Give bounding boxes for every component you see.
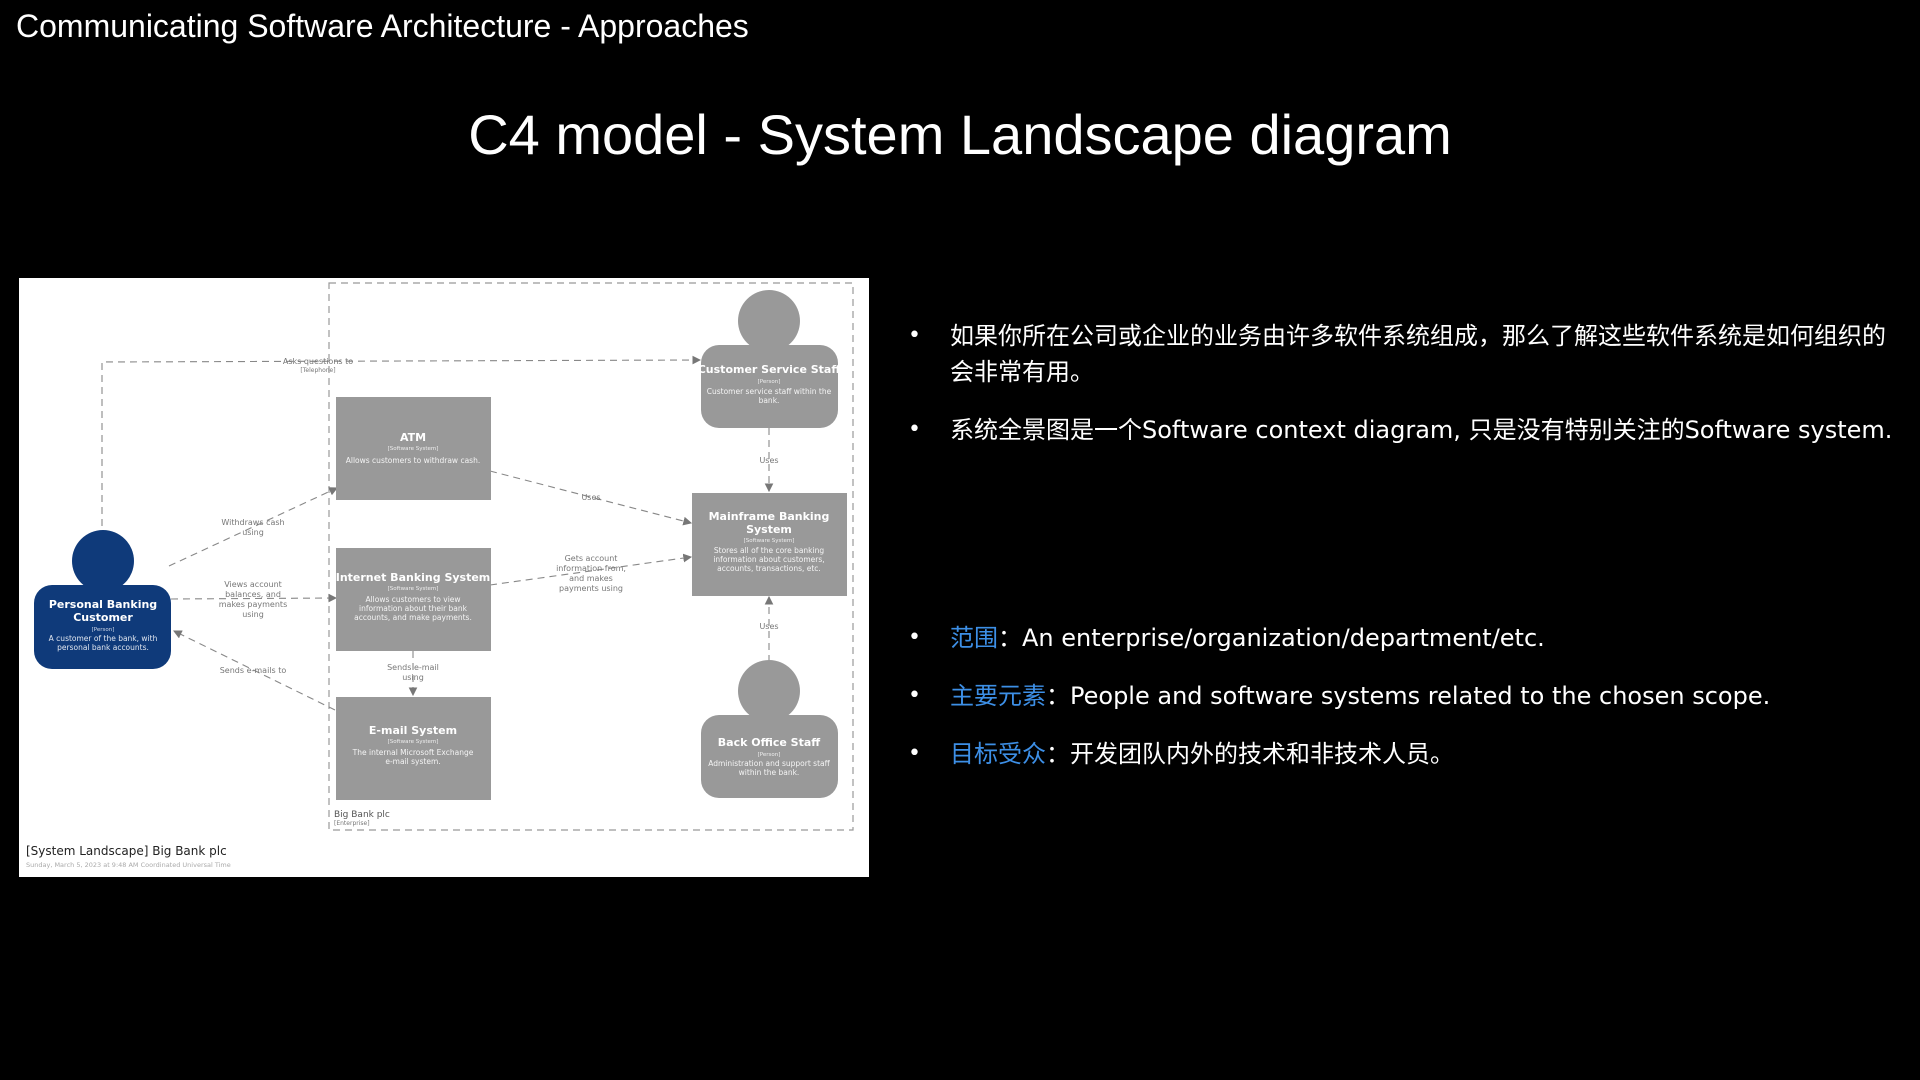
bullet-text: An enterprise/organization/department/et…: [1022, 624, 1545, 652]
bullet-text: 系统全景图是一个Software context diagram, 只是没有特别…: [950, 416, 1893, 444]
bullet-item: • 如果你所在公司或企业的业务由许多软件系统组成，那么了解这些软件系统是如何组织…: [900, 318, 1900, 390]
atm-type: [Software System]: [388, 446, 439, 452]
bullet-text: 开发团队内外的技术和非技术人员。: [1070, 740, 1454, 768]
bullet-dot: •: [908, 417, 921, 442]
rel-asks-label: Asks questions to: [283, 357, 353, 366]
rel-asks-tech: [Telephone]: [300, 367, 335, 374]
diagram-footer-date: Sunday, March 5, 2023 at 9:48 AM Coordin…: [26, 861, 231, 869]
customer-service-type: [Person]: [758, 379, 781, 385]
bullet-text: People and software systems related to t…: [1070, 682, 1771, 710]
internet-banking-name: Internet Banking System: [336, 571, 491, 584]
atm-desc: Allows customers to withdraw cash.: [346, 456, 480, 465]
back-office-type: [Person]: [758, 752, 781, 758]
internet-banking-node[interactable]: Internet Banking System [Software System…: [336, 548, 491, 651]
bullet-label: 范围: [950, 624, 998, 652]
bullet-separator: ：: [1046, 740, 1070, 768]
atm-name: ATM: [400, 431, 426, 444]
bullet-item: • 系统全景图是一个Software context diagram, 只是没有…: [900, 412, 1892, 448]
atm-node[interactable]: ATM [Software System] Allows customers t…: [336, 397, 491, 500]
bullet-dot: •: [908, 741, 921, 766]
email-type: [Software System]: [388, 739, 439, 745]
email-name: E-mail System: [369, 724, 457, 737]
personal-customer-type: [Person]: [92, 627, 115, 633]
bullet-dot: •: [908, 625, 921, 650]
back-office-staff-node[interactable]: Back Office Staff [Person] Administratio…: [701, 660, 838, 798]
mainframe-type: [Software System]: [744, 538, 795, 544]
bullet-separator: ：: [1046, 682, 1070, 710]
rel-uses-css-label: Uses: [759, 456, 778, 465]
internet-banking-type: [Software System]: [388, 586, 439, 592]
header-title: Communicating Software Architecture - Ap…: [16, 8, 749, 44]
bullet-item-audience: • 目标受众：开发团队内外的技术和非技术人员。: [900, 736, 1454, 772]
back-office-name: Back Office Staff: [718, 736, 821, 749]
customer-service-name: Customer Service Staff: [698, 363, 841, 376]
boundary-name: Big Bank plc: [334, 810, 390, 820]
bullet-separator: ：: [998, 624, 1022, 652]
bullet-label: 主要元素: [950, 682, 1046, 710]
enterprise-boundary: [328, 282, 854, 831]
relationship-lines: [101, 355, 774, 711]
bullet-item-scope: • 范围：An enterprise/organization/departme…: [900, 620, 1545, 656]
bullet-item-elements: • 主要元素：People and software systems relat…: [900, 678, 1770, 714]
bullet-dot: •: [908, 323, 921, 348]
slide-title: C4 model - System Landscape diagram: [468, 103, 1452, 166]
boundary-type: [Enterprise]: [334, 820, 370, 827]
rel-sends-emails-label: Sends e-mails to: [220, 666, 287, 675]
bullet-dot: •: [908, 683, 921, 708]
customer-service-staff-node[interactable]: Customer Service Staff [Person] Customer…: [698, 290, 841, 428]
email-system-node[interactable]: E-mail System [Software System] The inte…: [336, 697, 491, 800]
diagram-footer-title: [System Landscape] Big Bank plc: [26, 844, 227, 858]
bullet-label: 目标受众: [950, 740, 1046, 768]
rel-uses-atm-label: Uses: [581, 493, 600, 502]
system-landscape-diagram: Big Bank plc [Enterprise] Asks questions…: [19, 278, 869, 877]
rel-uses-bos-label: Uses: [759, 622, 778, 631]
bullet-text: 如果你所在公司或企业的业务由许多软件系统组成，那么了解这些软件系统是如何组织的会…: [950, 322, 1886, 386]
